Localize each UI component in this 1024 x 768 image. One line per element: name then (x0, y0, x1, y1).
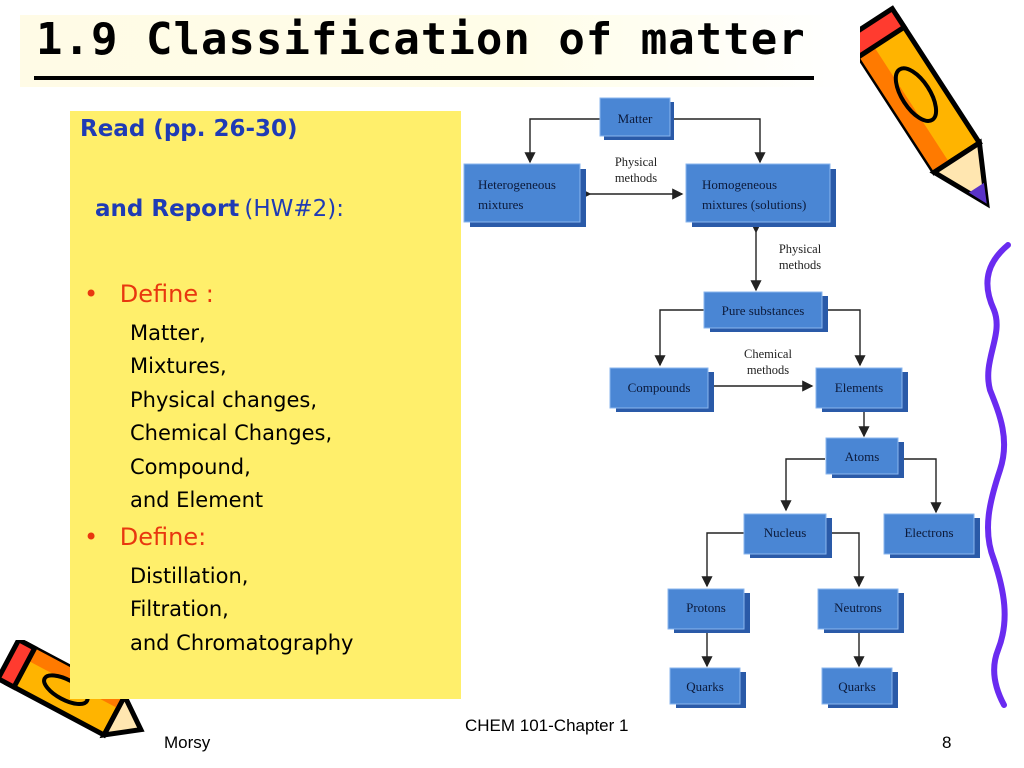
node-nucleus: Nucleus (743, 513, 832, 558)
node-label: Nucleus (764, 525, 807, 540)
node-label: Homogeneous (702, 177, 777, 192)
node-neutrons: Neutrons (817, 588, 904, 633)
define-item: and Element (130, 488, 264, 512)
reading-box (70, 111, 461, 699)
report-line: and Report (HW#2): (95, 196, 344, 222)
define-item: and Chromatography (130, 631, 354, 655)
node-label: Elements (835, 380, 883, 395)
classification-diagram: Physical methods Physical methods Chemic… (463, 97, 980, 708)
bullet-glyph: • (84, 523, 99, 551)
node-label: Protons (686, 600, 726, 615)
define-item: Physical changes, (130, 388, 318, 412)
define-item: Compound, (130, 455, 251, 479)
node-quarks: Quarks (669, 667, 746, 708)
node-label: Quarks (838, 679, 876, 694)
method-label: methods (747, 363, 789, 377)
node-atoms: Atoms (825, 437, 904, 478)
method-label: Chemical (744, 347, 792, 361)
slide-title: 1.9 Classification of matter (36, 14, 806, 65)
node-label: Electrons (904, 525, 953, 540)
define-bullet-1: • Define : (84, 280, 214, 308)
node-label: Neutrons (834, 600, 882, 615)
node-label: Compounds (628, 380, 691, 395)
node-homogeneous: Homogeneous mixtures (solutions) (685, 163, 836, 227)
report-label: and Report (95, 196, 240, 222)
node-protons: Protons (667, 588, 750, 633)
report-hw: (HW#2): (244, 196, 345, 222)
squiggle-line (984, 242, 1011, 708)
node-elements: Elements (815, 367, 908, 412)
read-label: Read (pp. 26-30) (80, 116, 298, 142)
footer-page-number: 8 (942, 733, 952, 752)
node-electrons: Electrons (883, 513, 980, 558)
define-item: Chemical Changes, (130, 421, 333, 445)
node-quarks: Quarks (821, 667, 898, 708)
pencil-icon (860, 5, 990, 209)
method-label: Physical (779, 242, 822, 256)
define-item: Matter, (130, 321, 206, 345)
footer-course: CHEM 101-Chapter 1 (465, 716, 629, 735)
bullet-glyph: • (84, 280, 99, 308)
node-compounds: Compounds (609, 367, 714, 412)
node-label: mixtures (solutions) (702, 197, 806, 212)
node-label: Quarks (686, 679, 724, 694)
node-matter: Matter (599, 97, 674, 140)
define-item: Mixtures, (130, 354, 227, 378)
define-label-1: Define : (119, 280, 214, 308)
title-underline (34, 76, 814, 80)
diagram-connectors (524, 118, 942, 668)
node-label: Atoms (845, 449, 880, 464)
node-label: Pure substances (722, 303, 805, 318)
method-label: methods (779, 258, 821, 272)
define-item: Distillation, (130, 564, 249, 588)
node-label: Heterogeneous (478, 177, 556, 192)
node-pure-substances: Pure substances (703, 291, 828, 332)
node-label: mixtures (478, 197, 524, 212)
node-label: Matter (618, 111, 653, 126)
node-heterogeneous: Heterogeneous mixtures (463, 163, 586, 227)
define-bullet-2: • Define: (84, 523, 206, 551)
define-item: Filtration, (130, 597, 229, 621)
title-band (20, 15, 846, 87)
define-label-2: Define: (119, 523, 207, 551)
method-label: methods (615, 171, 657, 185)
method-label: Physical (615, 155, 658, 169)
footer-author: Morsy (164, 733, 211, 752)
